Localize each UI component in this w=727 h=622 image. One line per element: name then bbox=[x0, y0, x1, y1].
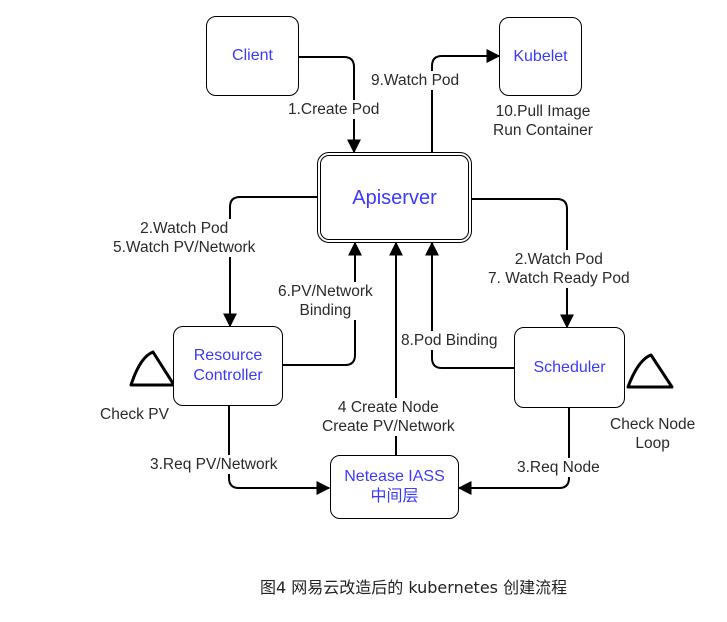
edge-apiserver-to-kubelet bbox=[431, 49, 501, 152]
scheduler-node: Scheduler bbox=[514, 327, 625, 408]
edge-client-to-apiserver bbox=[299, 56, 361, 154]
label-watch-pod-kubelet: 9.Watch Pod bbox=[371, 71, 460, 90]
apiserver-node: Apiserver bbox=[317, 152, 472, 243]
label-pod-binding: 8.Pod Binding bbox=[401, 331, 498, 350]
label-pv-binding: 6.PV/Network Binding bbox=[278, 282, 373, 320]
check-pv-loop-icon bbox=[129, 350, 176, 387]
kubelet-node: Kubelet bbox=[499, 17, 582, 96]
label-pull-image: 10.Pull Image Run Container bbox=[493, 103, 593, 139]
label-create-pod: 1.Create Pod bbox=[288, 100, 380, 119]
iaas-node: Netease IASS 中间层 bbox=[330, 455, 459, 519]
label-watch-pod-rc: 2.Watch Pod 5.Watch PV/Network bbox=[113, 219, 256, 257]
figure-caption: 图4 网易云改造后的 kubernetes 创建流程 bbox=[260, 578, 568, 597]
label-check-node-loop: Check Node Loop bbox=[610, 416, 696, 452]
edge-resource-controller-to-apiserver bbox=[283, 241, 362, 366]
check-node-loop-icon bbox=[626, 353, 674, 389]
edge-apiserver-to-scheduler bbox=[472, 198, 574, 329]
label-create-node: 4 Create Node Create PV/Network bbox=[322, 398, 455, 436]
label-check-pv: Check PV bbox=[100, 406, 169, 423]
label-req-node: 3.Req Node bbox=[517, 458, 600, 477]
label-watch-pod-sched: 2.Watch Pod 7. Watch Ready Pod bbox=[488, 250, 630, 288]
resource-controller-node: Resource Controller bbox=[173, 326, 283, 406]
edge-scheduler-to-apiserver bbox=[425, 241, 514, 369]
edge-resource-controller-to-iaas bbox=[228, 406, 331, 495]
label-req-pv: 3.Req PV/Network bbox=[150, 455, 278, 474]
edge-apiserver-to-resource-controller bbox=[223, 196, 317, 328]
client-node: Client bbox=[206, 16, 299, 96]
edge-scheduler-to-iaas bbox=[457, 408, 570, 495]
